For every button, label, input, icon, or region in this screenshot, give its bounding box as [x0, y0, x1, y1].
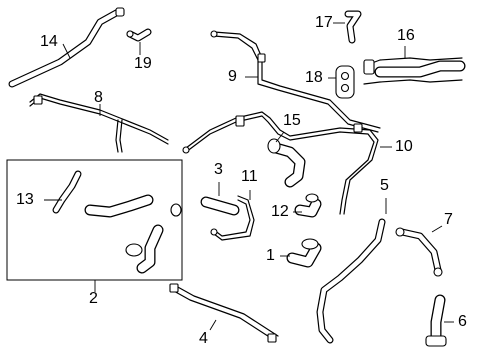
callout-14: 14 — [40, 33, 58, 50]
callout-2: 2 — [89, 290, 98, 307]
callout-12: 12 — [271, 203, 289, 220]
callout-13: 13 — [16, 191, 34, 208]
part-3-connector — [200, 196, 240, 216]
callout-4: 4 — [199, 330, 208, 347]
part-7-hose — [395, 227, 443, 277]
part-10-tube — [182, 111, 379, 215]
part-17-hose — [344, 10, 362, 44]
callout-17: 17 — [315, 14, 333, 31]
callout-10: 10 — [395, 138, 413, 155]
callout-3: 3 — [214, 161, 223, 178]
part-15-hose — [267, 138, 306, 188]
callout-9: 9 — [228, 68, 237, 85]
part-9-tube — [210, 30, 381, 133]
leader-4 — [209, 319, 217, 331]
leader-7 — [431, 225, 443, 233]
callout-1: 1 — [266, 247, 275, 264]
part-12-elbow — [294, 193, 322, 218]
callout-11: 11 — [241, 168, 258, 185]
part-1-coupling — [286, 238, 322, 268]
part-19-connector — [126, 28, 152, 42]
assembly-2-box — [6, 159, 183, 281]
leader-14 — [62, 43, 71, 59]
part-6-fitting — [425, 294, 447, 347]
callout-7: 7 — [444, 211, 453, 228]
callout-5: 5 — [380, 177, 389, 194]
part-16-harness — [363, 57, 466, 85]
part-11-tube — [210, 195, 255, 241]
callout-6: 6 — [458, 313, 467, 330]
part-13-hose-assembly — [52, 170, 182, 274]
part-4-rail — [169, 283, 279, 343]
part-18-gasket — [335, 65, 355, 99]
callout-19: 19 — [134, 55, 152, 72]
part-14-hose — [8, 7, 125, 88]
callout-18: 18 — [305, 69, 323, 86]
callout-16: 16 — [397, 27, 415, 44]
leader-15 — [275, 131, 285, 143]
callout-8: 8 — [94, 89, 103, 106]
callout-15: 15 — [283, 112, 301, 129]
part-5-tube — [316, 218, 386, 344]
